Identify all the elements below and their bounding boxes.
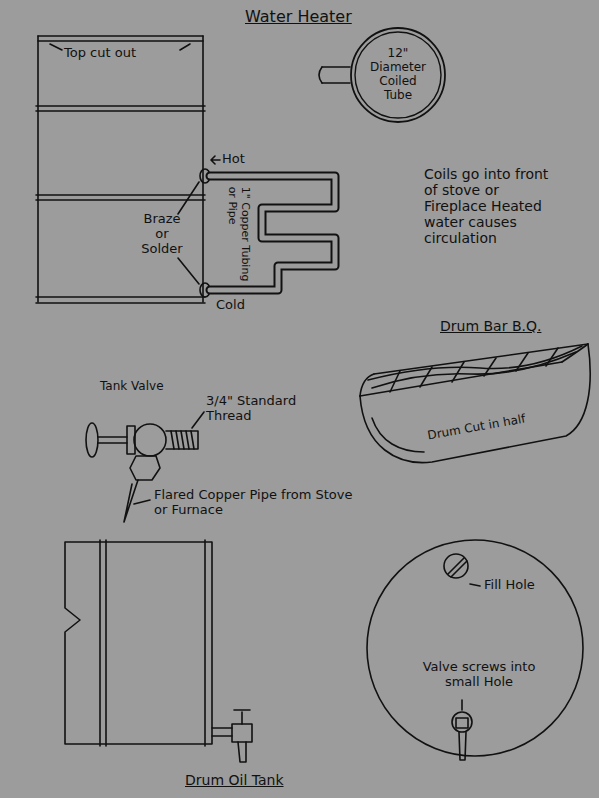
fill-leader xyxy=(470,584,480,586)
thread-leader xyxy=(192,412,204,428)
copper-tube-outline xyxy=(210,176,335,290)
part-label: Top cut out xyxy=(64,46,136,61)
copper-tube-inner xyxy=(210,176,335,290)
oil-tank-end xyxy=(367,540,583,760)
part-label: Tank Valve xyxy=(100,380,164,394)
thread xyxy=(171,431,194,449)
valve-handle xyxy=(86,423,98,457)
tank-valve-handle xyxy=(234,710,250,724)
bbq-body xyxy=(360,344,590,463)
tank-valve-body xyxy=(232,724,252,742)
valve-nipple xyxy=(166,431,198,449)
water-drum xyxy=(36,36,205,303)
tank-outlet xyxy=(212,728,232,736)
oil-tank-side xyxy=(65,540,252,762)
part-label: Drum Cut in half xyxy=(426,413,526,444)
part-label: 3/4" Standard Thread xyxy=(206,394,298,424)
drum-side xyxy=(38,36,203,302)
tube-size-text: 12" Diameter Coiled Tube xyxy=(364,47,432,102)
coil-lead xyxy=(322,67,350,83)
drum-rim xyxy=(38,36,203,41)
heading: Water Heater xyxy=(245,8,352,26)
valve-leader xyxy=(461,700,463,710)
drum-rib xyxy=(36,106,205,200)
coil-circle-inner xyxy=(355,32,441,118)
grill-wire xyxy=(368,346,582,388)
part-label: Cold xyxy=(216,298,245,313)
part-label: Hot xyxy=(222,152,245,167)
drum-bottom-rim xyxy=(36,297,205,303)
part-label: Drum Oil Tank xyxy=(185,772,284,788)
fill-hole xyxy=(444,554,468,578)
tank-end-outline xyxy=(367,540,583,756)
part-label: Coils go into front of stove or Fireplac… xyxy=(424,166,562,246)
tank-band xyxy=(100,540,205,746)
part-label: Valve screws into small Hole xyxy=(404,660,554,690)
bbq-half-drum xyxy=(360,344,590,463)
part-label: Drum Bar B.Q. xyxy=(440,318,541,334)
end-valve-spout xyxy=(459,732,466,760)
part-label: 1" Copper Tubing or Pipe xyxy=(225,186,250,282)
part-label: Braze or Solder xyxy=(136,212,188,257)
tube-circle: 12" Diameter Coiled Tube xyxy=(349,26,447,124)
valve-body xyxy=(134,424,166,456)
tank-valve-spout xyxy=(238,742,246,762)
tank-outline xyxy=(65,542,212,744)
hot-arrow xyxy=(211,156,220,164)
part-label: Flared Copper Pipe from Stove or Furnace xyxy=(154,488,354,518)
flare-nut xyxy=(130,456,160,480)
flared-pipe xyxy=(124,480,138,522)
bbq-end-band xyxy=(372,418,424,452)
coil-circle xyxy=(351,28,445,122)
valve-stem xyxy=(98,437,127,443)
part-label: Fill Hole xyxy=(484,578,535,593)
end-valve-body xyxy=(456,718,468,728)
pipe-leader xyxy=(134,500,150,504)
coil-lead-end xyxy=(319,67,322,83)
bbq-rim-end xyxy=(360,344,588,396)
braze-leader xyxy=(178,182,199,284)
fill-plug-slot xyxy=(448,558,467,577)
small-hole xyxy=(452,712,472,732)
